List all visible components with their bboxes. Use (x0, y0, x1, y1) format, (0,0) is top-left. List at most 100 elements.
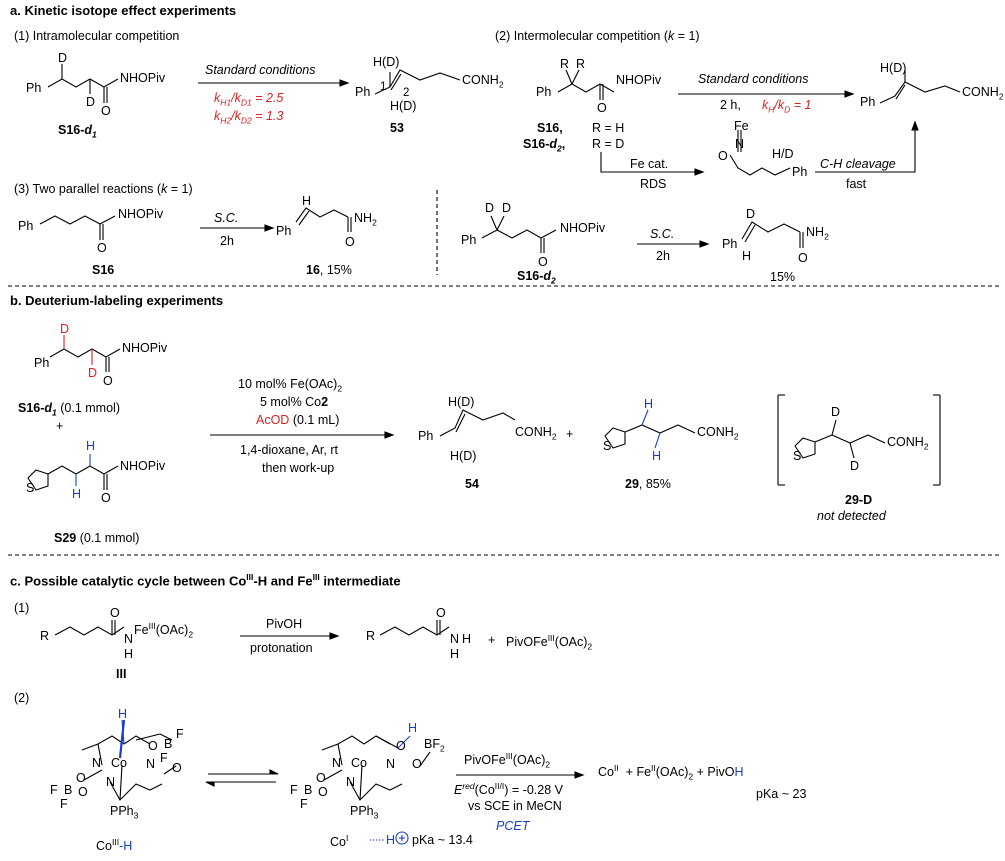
label-r: R (40, 629, 50, 643)
label-fast: fast (846, 177, 867, 191)
label-o: O (316, 771, 326, 785)
label-o: O (396, 739, 406, 753)
label-o: O (597, 101, 607, 115)
label-f: F (60, 797, 68, 811)
label-time: 2h (656, 249, 670, 263)
label-pka-23: pKa ~ 23 (756, 787, 807, 801)
label-ph: Ph (26, 81, 42, 95)
compound-s16: S16, (537, 121, 563, 135)
label-r-equals-h: R = H (592, 121, 625, 135)
label-time: 2h (220, 234, 234, 248)
label-sc: S.C. (650, 227, 675, 241)
label-d: D (502, 201, 512, 215)
label-conh2: CONH2 (515, 425, 557, 442)
label-o: O (345, 235, 355, 249)
label-nh2: NH2 (354, 211, 377, 228)
label-h-blue: H (118, 707, 128, 721)
label-sc: S.C. (214, 211, 239, 225)
label-pph3: PPh3 (110, 804, 139, 821)
condition-solvent: 1,4-dioxane, Ar, rt (240, 443, 338, 457)
label-n: N (386, 757, 396, 771)
label-nhopiv: NHOPiv (118, 207, 164, 221)
s16-chain (557, 83, 615, 93)
label-o: O (172, 761, 182, 775)
label-h: H (462, 632, 472, 646)
label-bf2: BF2 (424, 737, 445, 754)
label-h-d: H/D (772, 147, 794, 161)
label-h-blue: H (644, 397, 654, 411)
s16d1-chain (47, 78, 119, 88)
label-f: F (176, 727, 184, 741)
label-n: N (332, 756, 342, 770)
condition-co: 5 mol% Co2 (260, 395, 329, 409)
label-ph: Ph (18, 219, 34, 233)
label-o: O (148, 739, 158, 753)
label-o: O (798, 251, 808, 265)
label-o: O (103, 374, 113, 388)
label-ph: Ph (722, 237, 738, 251)
label-ph: Ph (276, 224, 292, 238)
panel-1-title: (1) Intramolecular competition (14, 29, 180, 43)
label-ered: Ered(CoII/I) = -0.28 V (454, 781, 563, 798)
label-co: Co (351, 756, 367, 770)
label-o: O (110, 606, 120, 620)
label-pivofe-iii-oac2: PivOFeIII(OAc)2 (506, 633, 593, 652)
label-hd: H(D) (373, 55, 400, 69)
label-h-blue: H (72, 487, 82, 501)
arrow-rds (600, 152, 695, 173)
label-o: O (538, 255, 548, 269)
panel-2-title: (2) Intermolecular competition (k = 1) (495, 29, 700, 43)
plus-sign: + (56, 419, 64, 433)
kie-intermolecular: kH/kD = 1 (762, 98, 812, 115)
label-ph: Ph (536, 85, 552, 99)
label-n: N (124, 632, 134, 646)
label-h: H (124, 647, 134, 661)
label-f: F (300, 797, 308, 811)
arrow-2-time: 2 h, (720, 98, 741, 112)
kie-h2-d2: kH2/kD2 = 1.3 (214, 109, 284, 126)
label-not-detected: not detected (817, 509, 886, 523)
panel-3-title: (3) Two parallel reactions (k = 1) (14, 182, 193, 196)
label-ph: Ph (860, 95, 876, 109)
label-h-blue: H (408, 721, 418, 735)
label-nhopiv: NHOPiv (120, 71, 166, 85)
label-conh2: CONH2 (887, 435, 929, 452)
label-pcet: PCET (496, 819, 530, 833)
label-o: O (436, 606, 446, 620)
arrow-reagent: PivOFeIII(OAc)2 (464, 751, 551, 770)
label-n: N (735, 137, 745, 151)
label-hd: H(D) (390, 99, 417, 113)
label-protonation: protonation (250, 641, 313, 655)
label-fe-iii-oac2: FeIII(OAc)2 (134, 621, 194, 640)
label-r: R (366, 629, 376, 643)
label-fe-cat: Fe cat. (630, 157, 669, 171)
label-h-blue: H (86, 439, 96, 453)
label-pivoh: PivOH (266, 617, 303, 631)
heading-section-a: a. Kinetic isotope effect experiments (10, 3, 237, 18)
heading-section-c: c. Possible catalytic cycle between CoII… (10, 572, 401, 589)
co-i-h-complex (321, 735, 431, 801)
label-ph: Ph (355, 85, 371, 99)
label-o: O (101, 491, 111, 505)
label-h-blue: H (386, 833, 396, 847)
step-1-label: (1) (14, 601, 30, 615)
label-o: O (412, 757, 422, 771)
label-h-blue: H (652, 449, 662, 463)
label-h: H (450, 647, 460, 661)
label-nhopiv: NHOPiv (120, 459, 166, 473)
s16-d1-amount: S16-d1 (0.1 mmol) (18, 401, 120, 418)
label-n: N (146, 757, 156, 771)
label-d: D (831, 405, 841, 419)
co-iii-h-complex (81, 719, 177, 801)
label-s: S (603, 439, 612, 453)
thiophene-s29 (27, 469, 49, 491)
label-n: N (92, 756, 102, 770)
compound-29-yield: 29, 85% (625, 477, 671, 491)
yield-15: 15% (770, 270, 796, 284)
label-r: R (576, 57, 586, 71)
label-fe: Fe (734, 119, 749, 133)
label-d: D (86, 95, 96, 109)
label-o: O (318, 785, 328, 799)
label-o: O (78, 785, 88, 799)
